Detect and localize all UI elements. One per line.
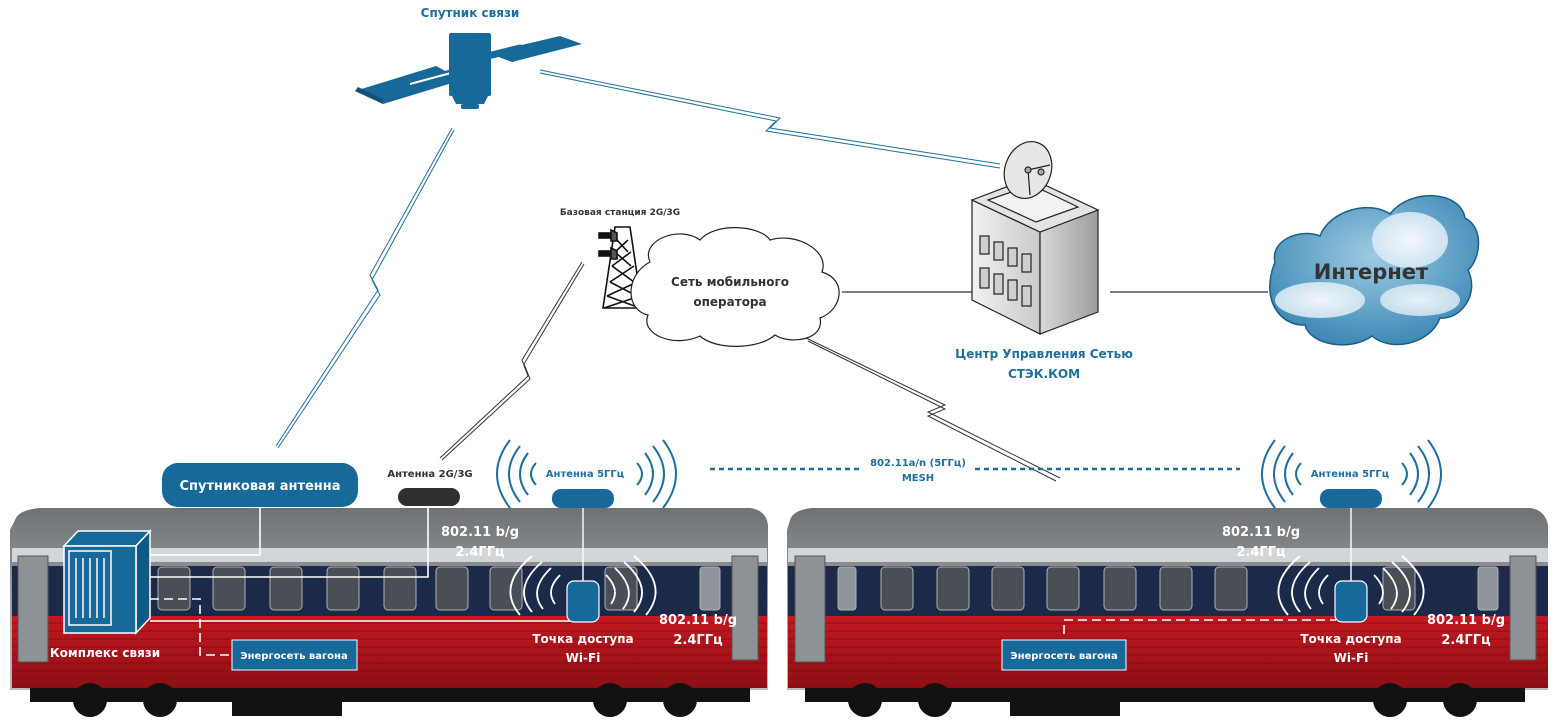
internet-label: Интернет — [1314, 260, 1429, 284]
antenna-2g3g-cable — [150, 506, 429, 578]
wifi-right-top-line1: 802.11 b/g — [1222, 525, 1300, 540]
cell-tower-icon — [598, 226, 643, 309]
mobile-network-to-car-link — [805, 337, 1061, 482]
mobile-network-line2: оператора — [693, 295, 766, 309]
satellite: Спутник связи — [355, 6, 582, 109]
satellite-antenna: Спутниковая антенна — [162, 463, 358, 507]
base-station-to-car-link — [439, 261, 585, 461]
mesh-link-line2: MESH — [902, 473, 934, 484]
radio-waves-icon — [496, 439, 677, 509]
wifi-left-right-line1: 802.11 b/g — [659, 613, 737, 628]
power-grid-right: Энергосеть вагона — [1001, 639, 1127, 671]
wifi-waves-icon — [509, 555, 657, 616]
comm-complex-cabinet-icon — [62, 529, 152, 635]
wifi-left-top-line1: 802.11 b/g — [441, 525, 519, 540]
antenna-5ghz-left-label: Антенна 5ГГц — [546, 469, 624, 480]
wifi-waves-icon — [1277, 555, 1425, 616]
access-point-left-line1: Точка доступа — [532, 632, 633, 646]
wifi-right-right-line1: 802.11 b/g — [1427, 613, 1505, 628]
building-with-dish-icon — [970, 141, 1100, 335]
mobile-network-cloud: Сеть мобильного оператора — [630, 227, 840, 347]
railcar-left — [10, 508, 768, 717]
antenna-5ghz-left: Антенна 5ГГц — [496, 439, 677, 509]
control-center-line2: СТЭК.КОМ — [1008, 367, 1080, 381]
wifi-right-top-line2: 2.4ГГц — [1236, 545, 1286, 560]
satellite-to-car-link — [275, 127, 455, 449]
power-grid-left-label: Энергосеть вагона — [240, 651, 347, 662]
antenna-2g3g-label: Антенна 2G/3G — [387, 469, 472, 480]
antenna-5ghz-right-label: Антенна 5ГГц — [1311, 469, 1389, 480]
access-point-right-line1: Точка доступа — [1300, 632, 1401, 646]
comm-complex-label: Комплекс связи — [50, 646, 160, 660]
power-grid-right-label: Энергосеть вагона — [1010, 651, 1117, 662]
mobile-network-line1: Сеть мобильного — [671, 275, 789, 289]
mesh-link-line1: 802.11a/n (5ГГц) — [870, 458, 966, 469]
wifi-access-point-left: Точка доступа Wi-Fi — [509, 555, 657, 665]
antenna-2g3g — [398, 488, 460, 506]
access-point-right-line2: Wi-Fi — [1334, 651, 1369, 665]
satellite-to-control-center-link — [539, 69, 1001, 169]
wifi-left-top-line2: 2.4ГГц — [455, 545, 505, 560]
wifi-left-right-line2: 2.4ГГц — [673, 633, 723, 648]
railcar-right — [787, 508, 1548, 717]
satellite-label: Спутник связи — [421, 6, 520, 20]
access-point-left-line2: Wi-Fi — [566, 651, 601, 665]
satellite-icon — [355, 33, 582, 109]
power-grid-cable-right — [1063, 619, 1336, 634]
satellite-antenna-cable — [150, 507, 261, 556]
power-grid-cable-left — [150, 598, 232, 656]
control-center-line1: Центр Управления Сетью — [955, 347, 1133, 361]
antenna-5ghz-right: Антенна 5ГГц — [1261, 439, 1442, 509]
wifi-right-right-line2: 2.4ГГц — [1441, 633, 1491, 648]
power-grid-left: Энергосеть вагона — [231, 639, 358, 671]
internet-cloud: Интернет — [1269, 194, 1480, 346]
wifi-access-point-right: Точка доступа Wi-Fi — [1277, 555, 1425, 665]
base-station-label: Базовая станция 2G/3G — [560, 208, 680, 218]
radio-waves-icon — [1261, 439, 1442, 509]
satellite-antenna-label: Спутниковая антенна — [179, 479, 340, 494]
